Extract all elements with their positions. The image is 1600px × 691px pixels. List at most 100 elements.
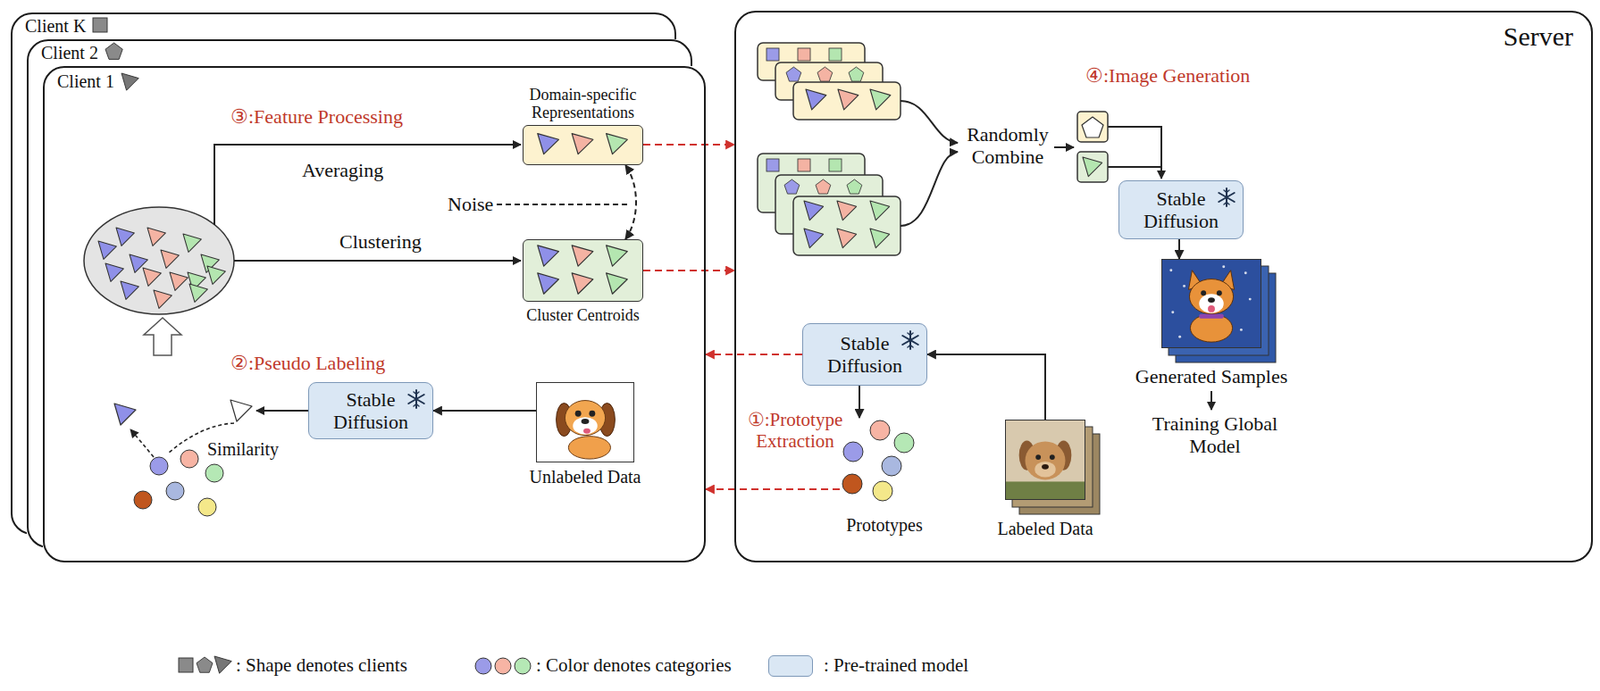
representation-triangles [537, 134, 560, 155]
node-text: Labeled Data [996, 519, 1093, 540]
flow-arrow [625, 165, 637, 240]
text-slot: Labeled Data [996, 519, 1093, 540]
representation-triangles [571, 134, 594, 155]
domain-stacks [766, 48, 780, 61]
text-slot: Averaging [301, 159, 384, 182]
image-node: Unlabeled Data [536, 382, 635, 463]
centroid-triangles [606, 245, 629, 267]
prototype-circles [894, 433, 914, 453]
feature-blob [160, 250, 179, 269]
generated-corgi-image [1207, 297, 1215, 303]
pseudo-labeling [230, 400, 252, 422]
frozen-icon [406, 389, 427, 410]
image-node: Labeled Data [1005, 419, 1086, 501]
centroid-triangles [571, 245, 594, 267]
domain-stacks [848, 67, 864, 82]
cartoon-dog-image [572, 417, 597, 436]
text-slot: Client 2 [41, 42, 99, 64]
node-text: Generated Samples [1135, 365, 1288, 388]
node-text: Server [1503, 21, 1574, 53]
centroid-stacks [766, 159, 780, 172]
feature-blob [207, 266, 226, 285]
combined-pair [1082, 157, 1103, 177]
feature-blob [189, 284, 208, 302]
process-label: Training Global Model [1147, 412, 1282, 459]
frozen-icon [1218, 188, 1234, 207]
flow-arrow [433, 410, 537, 412]
processing-arrows [234, 259, 521, 262]
centroid-box: Cluster Centroids [522, 239, 644, 302]
feature-blob [120, 281, 139, 300]
centroid-stacks [870, 201, 890, 221]
frozen-icon [408, 390, 424, 409]
domain-stacks [786, 67, 802, 82]
node-text: Stable Diffusion [326, 388, 416, 435]
text-slot: Clustering [339, 230, 422, 253]
combined-pair [1077, 151, 1108, 183]
prototype-circles [870, 420, 890, 441]
domain-stacks [829, 48, 842, 61]
domain-stacks [817, 67, 833, 82]
dashed-transfer-arrow [705, 353, 803, 356]
frozen-icon [907, 333, 914, 348]
centroid-stacks [804, 228, 824, 249]
hollow-up-arrow [143, 318, 182, 356]
domain-stacks [837, 89, 859, 110]
combine-arrows [900, 151, 958, 227]
centroid-stacks [829, 159, 842, 172]
feature-blob [116, 227, 135, 246]
combine-arrows [1107, 166, 1162, 168]
text-slot: Similarity [207, 439, 279, 461]
frozen-icon [900, 330, 921, 351]
node-text: Client 2 [41, 42, 99, 64]
step-title: ④:Image Generation [1085, 64, 1250, 87]
arrow-label: Averaging [301, 159, 384, 182]
combined-pair [1081, 117, 1104, 138]
prototype-circles [881, 456, 902, 477]
cartoon-dog-image [564, 401, 605, 436]
centroid-triangles [537, 273, 560, 294]
text-slot: Client K [25, 16, 86, 37]
centroid-stacks [757, 153, 901, 256]
generated-corgi-image [1171, 310, 1174, 314]
centroid-stacks [804, 201, 824, 221]
centroid-triangles [537, 245, 560, 267]
node-text: Client K [25, 16, 86, 37]
step-title: ②:Pseudo Labeling [230, 351, 386, 375]
node-text: Stable Diffusion [820, 332, 910, 378]
generated-corgi-image [1162, 259, 1261, 348]
combine-arrows [1054, 146, 1074, 149]
centroid-stacks [837, 201, 857, 221]
feature-blob [153, 290, 172, 309]
puppy-photo [1049, 454, 1056, 461]
text-slot: ④:Image Generation [1085, 64, 1250, 87]
centroid-stacks [793, 196, 901, 256]
combined-pair [1077, 111, 1108, 183]
model-box: Stable Diffusion [802, 323, 928, 386]
legend-samples [178, 658, 193, 673]
text-slot: Generated Samples [1135, 365, 1288, 388]
frozen-icon [1218, 188, 1234, 207]
client-icons [121, 73, 139, 91]
node-text: Domain-specific Representations [511, 85, 655, 123]
model-box: Stable Diffusion [308, 382, 434, 440]
generated-corgi-image [1169, 268, 1173, 272]
model-box: Stable Diffusion [1118, 180, 1244, 240]
frozen-icon [902, 331, 918, 350]
legend-samples [214, 656, 232, 674]
cartoon-dog-image [568, 436, 611, 460]
puppy-photo [1005, 481, 1085, 500]
combine-arrows [900, 100, 958, 143]
generated-corgi-image [1207, 305, 1215, 313]
pseudo-labeling [130, 429, 154, 458]
prototype-circles [843, 442, 863, 462]
node-text: Prototypes [846, 515, 923, 537]
combine-arrows [900, 100, 1212, 411]
cartoon-dog-image [581, 418, 590, 425]
domain-stacks [793, 82, 901, 120]
feature-blob [183, 234, 202, 252]
pseudo-labeling [205, 464, 224, 483]
centroid-stacks [837, 228, 857, 249]
legend-samples [494, 658, 511, 675]
centroid-stacks [846, 179, 863, 194]
